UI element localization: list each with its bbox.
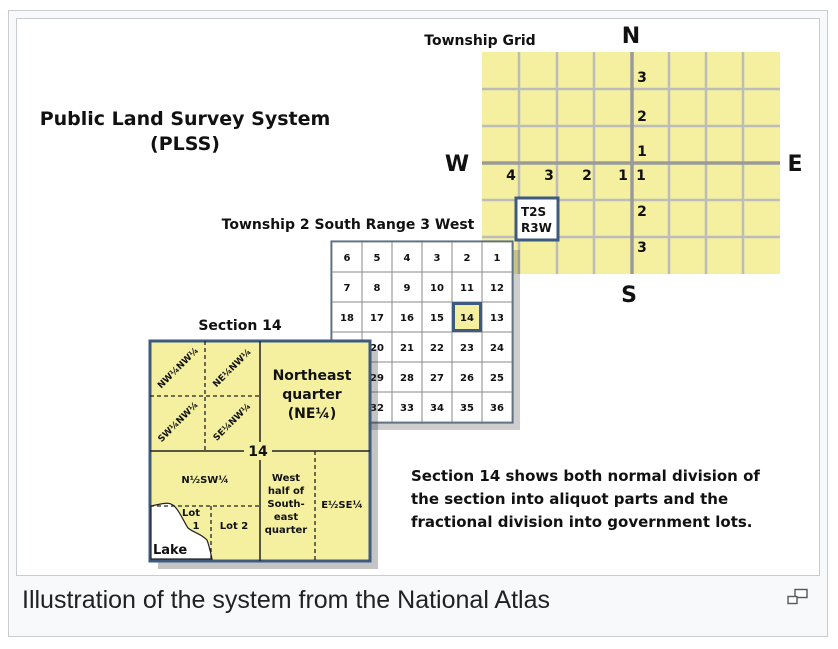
section-cell bbox=[481, 391, 513, 423]
description-line: the section into aliquot parts and the bbox=[411, 490, 728, 508]
section-number: 14 bbox=[248, 444, 268, 460]
range-label: 1 bbox=[618, 168, 628, 184]
west-half-se-line: quarter bbox=[265, 525, 308, 536]
section-cell-label: 28 bbox=[400, 373, 414, 384]
section-cell-label: 26 bbox=[460, 373, 474, 384]
section-cell-label: 10 bbox=[430, 283, 444, 294]
section-cell-label: 7 bbox=[344, 283, 351, 294]
lake-label: Lake bbox=[153, 543, 187, 558]
section-cell-label: 27 bbox=[430, 373, 444, 384]
west-half-se-line: West bbox=[272, 473, 300, 484]
section-cell bbox=[421, 361, 453, 393]
section-cell bbox=[451, 391, 483, 423]
township-grid-label: Township Grid bbox=[424, 33, 535, 49]
compass-west: W bbox=[445, 152, 469, 177]
diagram-title-line1: Public Land Survey System bbox=[40, 108, 331, 130]
section-cell bbox=[481, 361, 513, 393]
township-badge-line2: R3W bbox=[521, 221, 552, 235]
section-cell-label: 22 bbox=[430, 343, 444, 354]
section-cell-label: 36 bbox=[490, 403, 504, 414]
section-cell-label: 6 bbox=[344, 253, 351, 264]
section-cell-label: 20 bbox=[370, 343, 384, 354]
township-badge-line1: T2S bbox=[521, 205, 546, 219]
section-cell bbox=[361, 271, 393, 303]
range-label: 3 bbox=[544, 168, 554, 184]
range-label: 2 bbox=[582, 168, 592, 184]
magnify-clip-icon[interactable] bbox=[786, 588, 810, 606]
lot1-line2: 1 bbox=[193, 521, 200, 532]
ne-quarter-line3: (NE¼) bbox=[288, 406, 337, 422]
section-cell bbox=[331, 271, 363, 303]
section-cell-label: 5 bbox=[374, 253, 381, 264]
section-cell-label: 17 bbox=[370, 313, 384, 324]
section-cell bbox=[421, 391, 453, 423]
lake-shape bbox=[150, 502, 213, 560]
figure-caption: Illustration of the system from the Nati… bbox=[22, 586, 551, 614]
tier-label: 3 bbox=[637, 240, 647, 256]
e-half-se-quarter: E½SE¼ bbox=[321, 499, 363, 511]
plss-diagram: Township Grid N S E W 4 3 2 1 1 3 2 1 2 … bbox=[40, 24, 803, 569]
section-cell-label: 18 bbox=[340, 313, 354, 324]
section-cell-label: 12 bbox=[490, 283, 504, 294]
section-cell-label: 34 bbox=[430, 403, 444, 414]
section-cell-label: 2 bbox=[464, 253, 471, 264]
lot2-label: Lot 2 bbox=[220, 521, 249, 532]
township-grid: Township Grid N S E W 4 3 2 1 1 3 2 1 2 … bbox=[424, 24, 802, 308]
township-badge bbox=[514, 196, 560, 242]
section-cell-label: 3 bbox=[434, 253, 441, 264]
west-half-se-line: South- bbox=[267, 499, 304, 510]
section-cell-label: 21 bbox=[400, 343, 414, 354]
section-cell bbox=[391, 271, 423, 303]
n-half-sw-quarter: N½SW¼ bbox=[181, 474, 228, 486]
tier-label: 1 bbox=[637, 144, 647, 160]
description-line: Section 14 shows both normal division of bbox=[411, 467, 760, 485]
section-detail: 14 NW¼NW¼ NE¼NW¼ SW¼NW¼ SE¼NW¼ Northeast… bbox=[148, 339, 378, 569]
range-label: 1 bbox=[636, 168, 646, 184]
diagram-title-line2: (PLSS) bbox=[150, 133, 220, 155]
section-cell-label: 25 bbox=[490, 373, 504, 384]
section-cell-label: 16 bbox=[400, 313, 414, 324]
description: Section 14 shows both normal division of… bbox=[411, 467, 760, 531]
section-cell-label: 24 bbox=[490, 343, 504, 354]
lot1-line1: Lot bbox=[182, 508, 200, 519]
section-cell bbox=[481, 271, 513, 303]
highlighted-section-outline bbox=[452, 302, 482, 332]
section-cell-label: 8 bbox=[374, 283, 381, 294]
section-cell-label: 13 bbox=[490, 313, 504, 324]
section-cell-label: 15 bbox=[430, 313, 444, 324]
west-half-se-line: half of bbox=[268, 486, 305, 497]
section-cell-label: 35 bbox=[460, 403, 474, 414]
tier-label: 2 bbox=[637, 109, 647, 125]
section-cell-label: 11 bbox=[460, 283, 474, 294]
ne-quarter-line1: Northeast bbox=[273, 368, 352, 384]
west-half-se-line: east bbox=[274, 512, 298, 523]
section-cell bbox=[391, 241, 423, 273]
tier-label: 2 bbox=[637, 204, 647, 220]
section-cell-label: 23 bbox=[460, 343, 474, 354]
description-line: fractional division into government lots… bbox=[411, 513, 753, 531]
section-cell bbox=[421, 241, 453, 273]
compass-north: N bbox=[622, 24, 640, 49]
range-label: 4 bbox=[506, 168, 516, 184]
section-cell-label: 33 bbox=[400, 403, 414, 414]
compass-east: E bbox=[787, 152, 802, 177]
section-heading: Section 14 bbox=[198, 318, 282, 334]
township-heading: Township 2 South Range 3 West bbox=[222, 217, 475, 233]
section-cell-label: 9 bbox=[404, 283, 411, 294]
section-cell-label: 32 bbox=[370, 403, 384, 414]
section-cell-label: 29 bbox=[370, 373, 384, 384]
section-cell bbox=[451, 271, 483, 303]
section-cell bbox=[331, 241, 363, 273]
section-cell bbox=[481, 301, 513, 333]
tier-label: 3 bbox=[637, 70, 647, 86]
section-cell-label: 1 bbox=[494, 253, 501, 264]
ne-quarter-line2: quarter bbox=[282, 387, 342, 403]
section-cell-label: 14 bbox=[460, 313, 474, 324]
section-cell bbox=[361, 241, 393, 273]
compass-south: S bbox=[621, 283, 637, 308]
section-cell-label: 4 bbox=[404, 253, 411, 264]
